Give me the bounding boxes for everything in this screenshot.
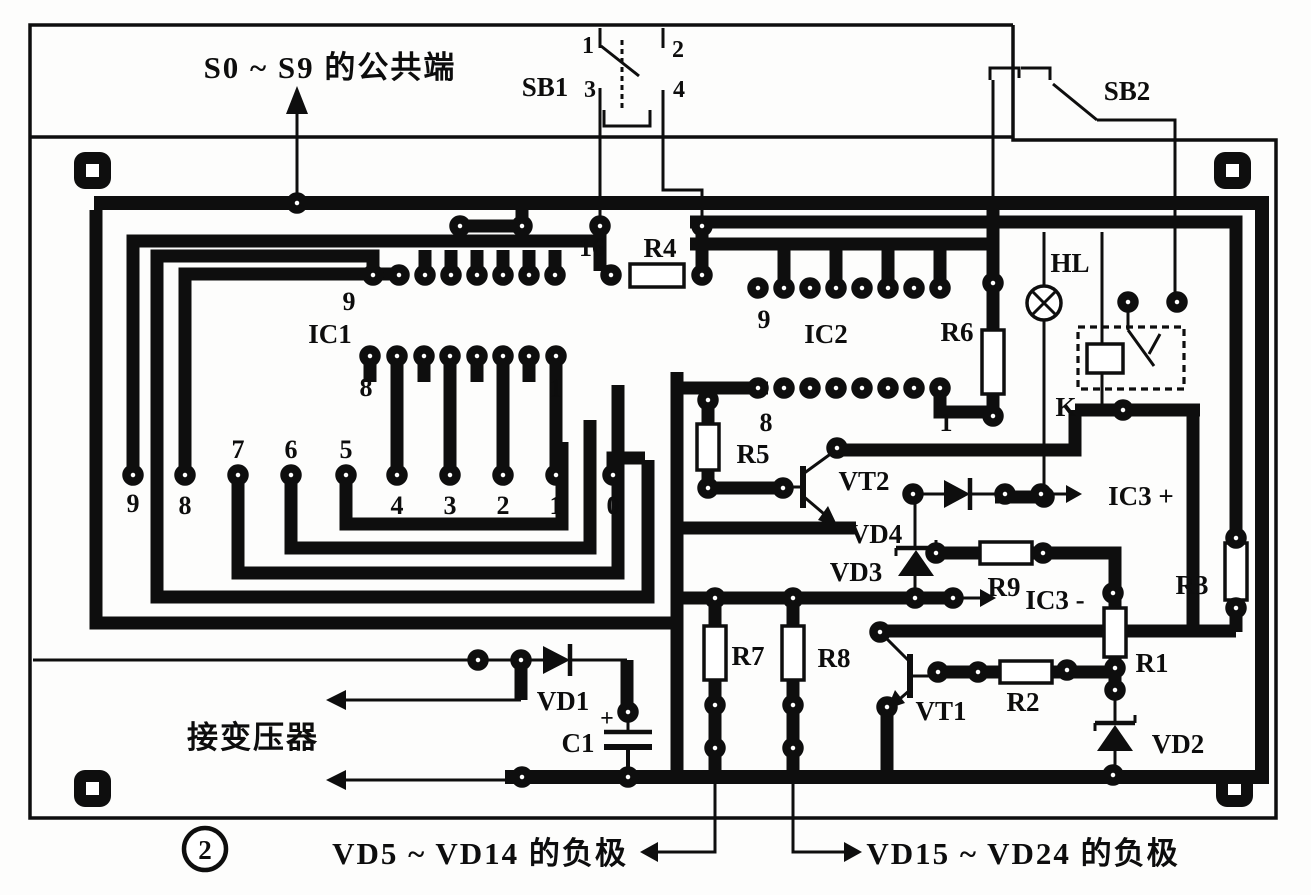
resistor-r8-body — [780, 624, 806, 682]
r8-label: R8 — [818, 643, 851, 673]
r7-label: R7 — [732, 641, 765, 671]
solder-pads — [122, 192, 1247, 788]
ic1-label: IC1 — [308, 319, 352, 349]
resistor-r3-body — [1223, 541, 1249, 602]
board-outline — [28, 23, 1278, 820]
pad-digit-6: 6 — [285, 435, 298, 464]
c1-plus: + — [600, 706, 614, 732]
r2-label: R2 — [1007, 687, 1040, 717]
vd2-label: VD2 — [1152, 729, 1205, 759]
r4-label: R4 — [644, 233, 677, 263]
sb1-label: SB1 — [522, 72, 569, 102]
vd1-label: VD1 — [537, 686, 590, 716]
vt1-label: VT1 — [915, 696, 966, 726]
pad-digit-9: 9 — [127, 489, 140, 518]
ic3-minus-label: IC3 - — [1025, 585, 1084, 615]
mounting-hole-top-left — [74, 152, 111, 189]
sb1-pin4: 4 — [673, 77, 685, 103]
diode-vd1 — [543, 644, 573, 676]
lamp-hl — [1025, 284, 1063, 322]
switch-sb2 — [988, 66, 1098, 122]
ic1-pin1: 1 — [550, 374, 563, 403]
ic3-plus-label: IC3 + — [1108, 481, 1174, 511]
figure-number: 2 — [198, 835, 212, 865]
r5-label: R5 — [737, 439, 770, 469]
figure-number-badge — [181, 825, 229, 873]
resistor-bodies — [628, 262, 1249, 685]
diode-vd4 — [944, 478, 973, 510]
pad-digit-8: 8 — [179, 491, 192, 520]
mounting-hole-bottom-left — [74, 770, 111, 807]
vd15-vd24-label: VD15 ~ VD24 的负极 — [866, 836, 1179, 871]
relay-k — [1076, 325, 1186, 391]
pad-digit-1: 1 — [550, 491, 563, 520]
sb2-label: SB2 — [1104, 76, 1151, 106]
r6-label: R6 — [941, 317, 974, 347]
schematic-wires — [33, 80, 1177, 862]
vd5-vd14-label: VD5 ~ VD14 的负极 — [332, 836, 628, 871]
copper-traces — [89, 196, 1269, 784]
pad-digit-5: 5 — [340, 435, 353, 464]
hl-label: HL — [1050, 248, 1089, 278]
sb1-pin3: 3 — [584, 77, 596, 103]
vd4-label: VD4 — [850, 519, 903, 549]
mounting-hole-top-right — [1214, 152, 1251, 189]
k-label: K — [1055, 392, 1076, 422]
resistor-r2-body — [998, 659, 1054, 685]
ic1-pin16: 16 — [579, 233, 605, 262]
resistor-r9-body — [978, 540, 1034, 566]
pad-digit-4: 4 — [391, 491, 404, 520]
ic1-pin9: 9 — [343, 287, 356, 316]
vt2-label: VT2 — [838, 466, 889, 496]
ic2-pin9: 9 — [758, 305, 771, 334]
resistor-r4-body — [628, 262, 686, 289]
sb1-pin1: 1 — [582, 33, 594, 59]
resistor-r1-body — [1102, 606, 1128, 659]
ic2-pin8: 8 — [760, 408, 773, 437]
r1-label: R1 — [1136, 648, 1169, 678]
r3-label: R3 — [1176, 570, 1209, 600]
top-terminal-label: S0 ~ S9 的公共端 — [204, 50, 457, 85]
pad-digit-7: 7 — [232, 435, 245, 464]
switch-sb1 — [598, 28, 665, 128]
transformer-label: 接变压器 — [187, 720, 319, 755]
diode-vd2 — [1093, 715, 1137, 751]
mounting-holes — [74, 152, 1253, 807]
pad-digit-0: 0 — [607, 491, 620, 520]
pad-digit-2: 2 — [497, 491, 510, 520]
resistor-r6-body — [980, 328, 1006, 396]
ic2-pin1: 1 — [940, 408, 953, 437]
resistor-r7-body — [702, 624, 728, 682]
vd3-label: VD3 — [830, 557, 883, 587]
sb1-pin2: 2 — [672, 37, 684, 63]
capacitor-c1 — [604, 729, 652, 750]
ic1-pin8: 8 — [360, 373, 373, 402]
pad-digit-3: 3 — [444, 491, 457, 520]
c1-label: C1 — [562, 728, 595, 758]
r9-label: R9 — [988, 572, 1021, 602]
resistor-r5-body — [695, 422, 721, 472]
ic2-label: IC2 — [804, 319, 848, 349]
